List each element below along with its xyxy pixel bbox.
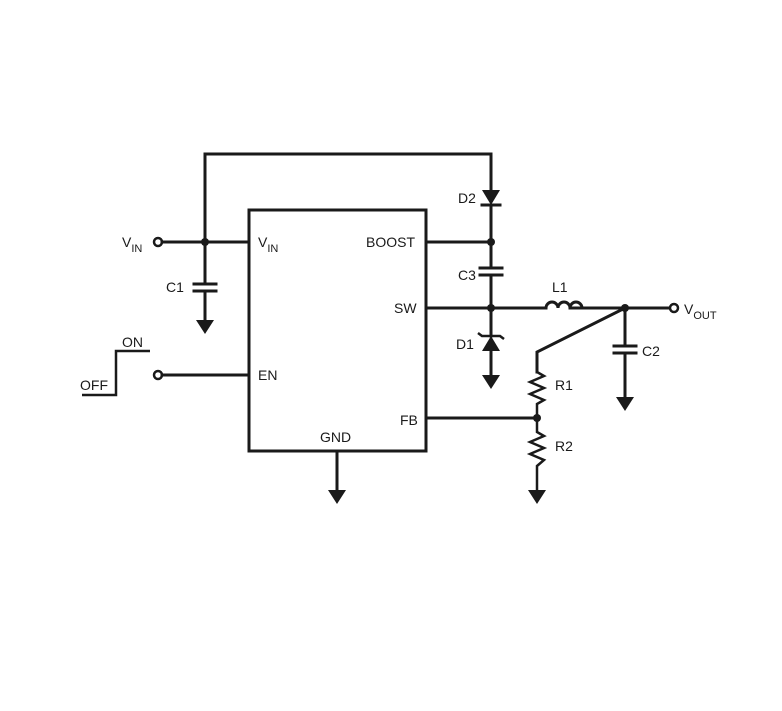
boost-supply-wire: [203, 152, 493, 244]
l1-label: L1: [552, 279, 568, 295]
pin-sw-label: SW: [394, 300, 417, 316]
switch-off-label: OFF: [80, 377, 108, 393]
switch-on-label: ON: [122, 334, 143, 350]
c1-label: C1: [166, 279, 184, 295]
d1-label: D1: [456, 336, 474, 352]
d2-label: D2: [458, 190, 476, 206]
r2-resistor-zigzag: [526, 418, 548, 490]
c2-label: C2: [642, 343, 660, 359]
vin-terminal-label: VIN: [122, 234, 142, 255]
c3-label: C3: [458, 267, 476, 283]
d1-ground-symbol: [482, 375, 500, 389]
vout-terminal: [668, 302, 680, 314]
pin-en-label: EN: [258, 367, 277, 383]
r1-resistor-zigzag: [526, 370, 548, 418]
pin-boost-label: BOOST: [366, 234, 415, 250]
r2-label: R2: [555, 438, 573, 454]
feedback-top-wire: [535, 305, 628, 374]
pin-fb-label: FB: [400, 412, 418, 428]
pin-gnd-label: GND: [320, 429, 351, 445]
vout-terminal-label: VOUT: [684, 301, 717, 322]
pin-vin-label: VIN: [258, 234, 278, 255]
r2-ground-symbol: [528, 490, 546, 504]
c2-ground-symbol: [616, 397, 634, 411]
c1-ground-symbol: [196, 320, 214, 334]
r1-label: R1: [555, 377, 573, 393]
d1-diode-triangle: [482, 336, 500, 351]
l1-inductor-coil: [544, 300, 584, 310]
en-switch-symbol: [82, 349, 150, 397]
gnd-ground-symbol: [328, 490, 346, 504]
d2-diode-triangle: [482, 190, 500, 205]
